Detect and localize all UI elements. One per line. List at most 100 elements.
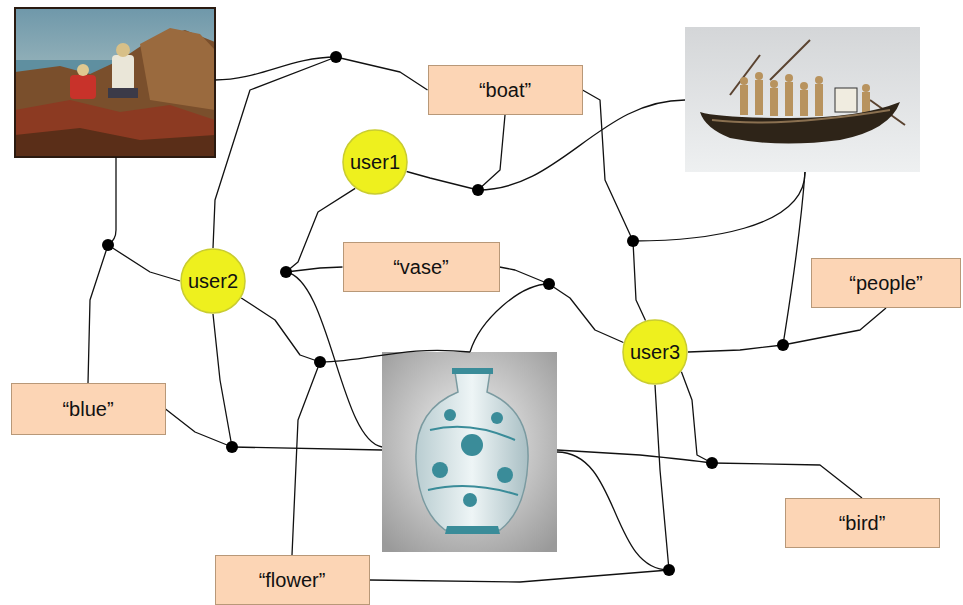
vase-body xyxy=(416,372,528,530)
tag-link xyxy=(213,57,428,248)
painting-sky xyxy=(15,8,215,157)
vase-flower xyxy=(463,493,477,507)
image-link xyxy=(320,350,470,362)
tag-box: “blue” xyxy=(11,383,166,435)
hyperedge-dot xyxy=(472,184,484,196)
image-link xyxy=(783,172,805,345)
boat-oar xyxy=(770,40,810,80)
boat-head xyxy=(770,80,778,88)
boat-figure xyxy=(740,85,748,115)
painting-figure xyxy=(108,88,138,98)
user-name: user2 xyxy=(188,270,238,292)
vase-flower xyxy=(497,467,513,483)
boat-cabin xyxy=(835,88,857,112)
circle-shape xyxy=(623,320,687,384)
boat-head xyxy=(785,74,793,82)
tag-text: “boat” xyxy=(479,79,531,101)
image-link xyxy=(108,157,116,245)
boat-head xyxy=(862,84,870,92)
tag-text: “vase” xyxy=(393,256,449,278)
painting-frame xyxy=(15,8,215,157)
painting-image xyxy=(15,8,215,157)
user-name: user3 xyxy=(630,341,680,363)
circle-shape xyxy=(181,249,245,313)
boat-head xyxy=(755,72,763,80)
boat-head xyxy=(800,82,808,90)
hyperedge-dot xyxy=(330,51,342,63)
hyperedge-dot xyxy=(314,356,326,368)
tag-link xyxy=(241,298,320,555)
hyperedge-dot xyxy=(280,266,292,278)
tag-box: “people” xyxy=(811,258,961,308)
tag-link xyxy=(370,385,670,582)
vase-rim xyxy=(452,368,493,374)
image-link xyxy=(557,450,712,463)
vase-flowers xyxy=(432,409,513,507)
painting-rock xyxy=(140,28,215,110)
hyperedge-dot xyxy=(777,339,789,351)
vase-foot xyxy=(445,526,500,534)
tag-links xyxy=(88,57,886,582)
boat-figure xyxy=(770,88,778,116)
tag-text: “people” xyxy=(849,272,922,294)
boat-head xyxy=(740,77,748,85)
tag-link xyxy=(166,314,233,447)
image-link xyxy=(470,284,549,352)
tag-box: “flower” xyxy=(215,555,370,605)
vase-flower xyxy=(432,462,448,478)
circle-shape xyxy=(343,130,407,194)
boat-hull xyxy=(700,102,900,144)
hyperedge-dots xyxy=(102,51,789,576)
boat-head xyxy=(815,76,823,84)
user-name: user1 xyxy=(350,151,400,173)
vase-vine xyxy=(428,427,518,495)
tag-text: “flower” xyxy=(259,569,326,591)
painting-figure xyxy=(112,55,134,91)
vase-flower xyxy=(444,409,456,421)
vase-image xyxy=(382,352,557,552)
tag-link xyxy=(88,245,180,383)
boat-figure xyxy=(815,84,823,116)
painting-shore xyxy=(15,128,215,157)
boat-figure xyxy=(800,90,808,116)
boat-figures xyxy=(740,72,870,116)
hyperedge-dot xyxy=(102,239,114,251)
hyperedge-dot xyxy=(706,457,718,469)
tag-link xyxy=(500,267,624,343)
image-links xyxy=(108,57,805,570)
painting-figure xyxy=(70,75,96,99)
tag-box: “boat” xyxy=(428,65,583,115)
image-link xyxy=(215,57,336,80)
hyperedge-dot xyxy=(627,235,639,247)
vase-background xyxy=(382,352,557,552)
image-link xyxy=(557,452,669,570)
tag-link xyxy=(583,90,646,320)
image-link xyxy=(286,272,382,447)
user-circle: user3 xyxy=(622,319,688,385)
hyperedge-dot xyxy=(226,441,238,453)
image-link xyxy=(232,447,382,450)
tag-text: “bird” xyxy=(839,512,886,534)
tag-link xyxy=(407,115,505,190)
image-link xyxy=(633,172,805,241)
vase-flower xyxy=(491,412,503,424)
boat-image xyxy=(685,27,920,172)
boat-stripe xyxy=(712,110,890,122)
tag-text: “blue” xyxy=(62,398,113,420)
painting-foreground xyxy=(15,100,215,157)
user-circle: user2 xyxy=(180,248,246,314)
hyperedge-dot xyxy=(543,278,555,290)
tag-box: “bird” xyxy=(785,498,940,548)
user-circle: user1 xyxy=(342,129,408,195)
boat-background xyxy=(685,27,920,172)
painting-hat xyxy=(116,43,130,57)
tag-box: “vase” xyxy=(343,242,500,292)
boat-figure xyxy=(755,80,763,115)
painting-hat xyxy=(77,64,89,76)
tag-link xyxy=(688,308,886,352)
boat-figure xyxy=(785,82,793,116)
hyperedge-dot xyxy=(663,564,675,576)
vase-flower xyxy=(461,434,483,456)
tag-link xyxy=(681,372,862,498)
